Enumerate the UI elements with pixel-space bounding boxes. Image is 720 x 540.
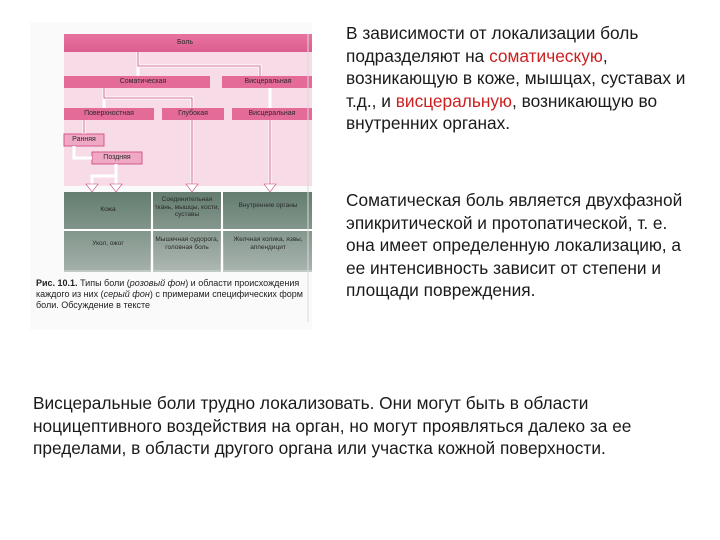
gray-background — [64, 192, 312, 272]
term-visceral: висцеральную — [395, 90, 512, 111]
example-cramp: Мышечная судорога, головная боль — [155, 236, 219, 251]
paragraph-somatic-pain: Соматическая боль является двухфазной эп… — [346, 190, 683, 300]
example-prick: Укол, ожог — [92, 240, 124, 247]
node-early: Ранняя — [72, 136, 96, 143]
node-visceral-deep: Висцеральная — [248, 110, 296, 117]
node-pain: Боль — [176, 39, 194, 46]
paragraph-localization: В зависимости от локализации боль подраз… — [346, 23, 686, 133]
example-skin: Кожа — [100, 206, 116, 213]
node-somatic: Соматическая — [119, 78, 167, 85]
somatic-band — [64, 76, 210, 88]
term-somatic: соматическую — [489, 45, 603, 66]
node-superficial: Поверхностная — [84, 110, 134, 117]
node-late: Поздняя — [103, 154, 131, 161]
arrowheads — [85, 183, 277, 193]
visceral-band — [222, 76, 312, 88]
pain-diagram — [63, 34, 312, 322]
superficial-band — [64, 108, 154, 120]
caption-label: Рис. 10.1. — [36, 278, 78, 288]
node-deep: Глубокая — [178, 110, 208, 117]
example-colic: Желчная колика, язвы, аппендицит — [233, 236, 303, 251]
pain-band — [64, 34, 312, 52]
example-internal: Внутренние органы — [238, 202, 298, 209]
visceral-mid-band — [232, 108, 312, 120]
deep-band — [162, 108, 224, 120]
pain-types-figure: Боль Соматическая Висцеральная Поверхнос… — [30, 22, 312, 330]
example-connective: Соединительная ткань, мышцы, кости, суст… — [154, 196, 220, 218]
node-visceral: Висцеральная — [244, 78, 292, 85]
figure-caption: Рис. 10.1. Типы боли (розовый фон) и обл… — [36, 278, 303, 310]
paragraph-visceral-pain: Висцеральные боли трудно локализовать. О… — [33, 393, 632, 458]
